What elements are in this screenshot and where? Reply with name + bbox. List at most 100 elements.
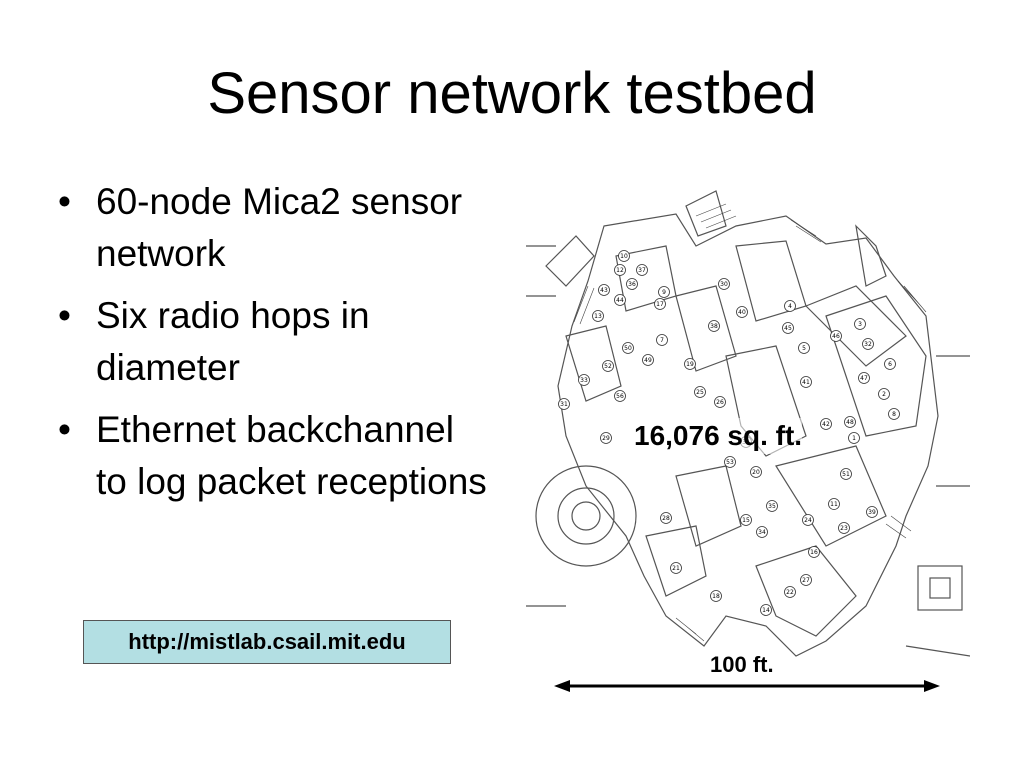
sensor-node-marker — [854, 318, 866, 330]
sensor-node-label: 28 — [662, 515, 670, 522]
sensor-node-label: 4 — [788, 303, 792, 310]
bullet-text: Ethernet backchannel to log packet recep… — [96, 409, 487, 502]
sensor-node-label: 34 — [758, 529, 766, 536]
sensor-node-marker — [660, 512, 672, 524]
sensor-node-marker — [782, 322, 794, 334]
sensor-node-marker — [718, 278, 730, 290]
sensor-node-label: 33 — [580, 377, 588, 384]
slide-title: Sensor network testbed — [207, 61, 817, 126]
sensor-node-label: 30 — [720, 281, 728, 288]
sensor-node-label: 50 — [624, 345, 632, 352]
url-link[interactable]: http://mistlab.csail.mit.edu — [83, 620, 451, 664]
sensor-node-marker — [598, 284, 610, 296]
bullet-glyph: • — [58, 181, 71, 222]
sensor-node-label: 46 — [832, 333, 840, 340]
sensor-node-marker — [558, 398, 570, 410]
sensor-node-label: 45 — [784, 325, 792, 332]
sensor-node-label: 22 — [786, 589, 794, 596]
sensor-node-marker — [838, 522, 850, 534]
sensor-node-marker — [766, 500, 778, 512]
sensor-node-label: 17 — [656, 301, 664, 308]
sensor-node-label: 56 — [616, 393, 624, 400]
sensor-node-label: 15 — [742, 517, 750, 524]
sensor-node-label: 13 — [594, 313, 602, 320]
sensor-node-marker — [614, 264, 626, 276]
sensor-node-marker — [614, 294, 626, 306]
sensor-node-label: 16 — [810, 549, 818, 556]
sensor-node-label: 48 — [846, 419, 854, 426]
bullet-text: Six radio hops in diameter — [96, 295, 370, 388]
sensor-node-label: 43 — [600, 287, 608, 294]
sensor-node-marker — [670, 562, 682, 574]
sensor-node-marker — [626, 278, 638, 290]
sensor-node-marker — [884, 358, 896, 370]
sensor-node-marker — [592, 310, 604, 322]
sensor-node-label: 41 — [802, 379, 810, 386]
sensor-node-label: 27 — [802, 577, 810, 584]
sensor-node-marker — [654, 298, 666, 310]
sensor-node-label: 9 — [662, 289, 666, 296]
sensor-node-label: 7 — [660, 337, 664, 344]
sensor-node-marker — [658, 286, 670, 298]
sensor-node-marker — [840, 468, 852, 480]
sensor-node-marker — [636, 264, 648, 276]
sensor-node-marker — [684, 358, 696, 370]
sensor-node-label: 37 — [638, 267, 646, 274]
sensor-node-marker — [618, 250, 630, 262]
sensor-node-label: 49 — [644, 357, 652, 364]
sensor-node-marker — [830, 330, 842, 342]
sensor-node-marker — [642, 354, 654, 366]
sensor-node-marker — [866, 506, 878, 518]
sensor-node-label: 14 — [762, 607, 770, 614]
sensor-node-label: 32 — [864, 341, 872, 348]
sensor-node-label: 21 — [672, 565, 680, 572]
sensor-node-marker — [578, 374, 590, 386]
sensor-node-label: 26 — [716, 399, 724, 406]
sensor-node-marker — [656, 334, 668, 346]
sensor-node-marker — [602, 360, 614, 372]
sensor-node-marker — [784, 300, 796, 312]
scale-arrow — [554, 680, 940, 692]
sensor-node-marker — [784, 586, 796, 598]
sensor-node-label: 40 — [738, 309, 746, 316]
bullet-glyph: • — [58, 295, 71, 336]
sensor-node-marker — [888, 408, 900, 420]
sensor-node-label: 44 — [616, 297, 624, 304]
sensor-node-marker — [848, 432, 860, 444]
sensor-node-label: 12 — [616, 267, 624, 274]
sensor-node-label: 39 — [868, 509, 876, 516]
sensor-node-marker — [710, 590, 722, 602]
sensor-node-marker — [800, 574, 812, 586]
sensor-node-marker — [614, 390, 626, 402]
sensor-node-label: 24 — [804, 517, 812, 524]
sensor-node-marker — [808, 546, 820, 558]
bullet-list: • 60-node Mica2 sensor network • Six rad… — [52, 176, 492, 518]
sensor-node-label: 35 — [768, 503, 776, 510]
sensor-node-label: 23 — [840, 525, 848, 532]
bullet-item: • Ethernet backchannel to log packet rec… — [52, 404, 492, 508]
sensor-node-marker — [600, 432, 612, 444]
sensor-node-marker — [844, 416, 856, 428]
sensor-node-label: 10 — [620, 253, 628, 260]
sensor-node-label: 51 — [842, 471, 850, 478]
sensor-node-marker — [858, 372, 870, 384]
sensor-node-marker — [802, 514, 814, 526]
sensor-node-marker — [740, 514, 752, 526]
sensor-node-marker — [828, 498, 840, 510]
sensor-node-marker — [622, 342, 634, 354]
sensor-node-label: 20 — [752, 469, 760, 476]
sensor-node-label: 52 — [604, 363, 612, 370]
sensor-node-label: 2 — [882, 391, 886, 398]
sensor-node-label: 3 — [858, 321, 862, 328]
sensor-node-marker — [708, 320, 720, 332]
bullet-glyph: • — [58, 409, 71, 450]
sensor-node-label: 25 — [696, 389, 704, 396]
bullet-item: • Six radio hops in diameter — [52, 290, 492, 394]
sensor-node-marker — [694, 386, 706, 398]
bullet-text: 60-node Mica2 sensor network — [96, 181, 463, 274]
sensor-node-label: 47 — [860, 375, 868, 382]
sensor-node-label: 36 — [628, 281, 636, 288]
sensor-node-marker — [724, 456, 736, 468]
bullet-item: • 60-node Mica2 sensor network — [52, 176, 492, 280]
